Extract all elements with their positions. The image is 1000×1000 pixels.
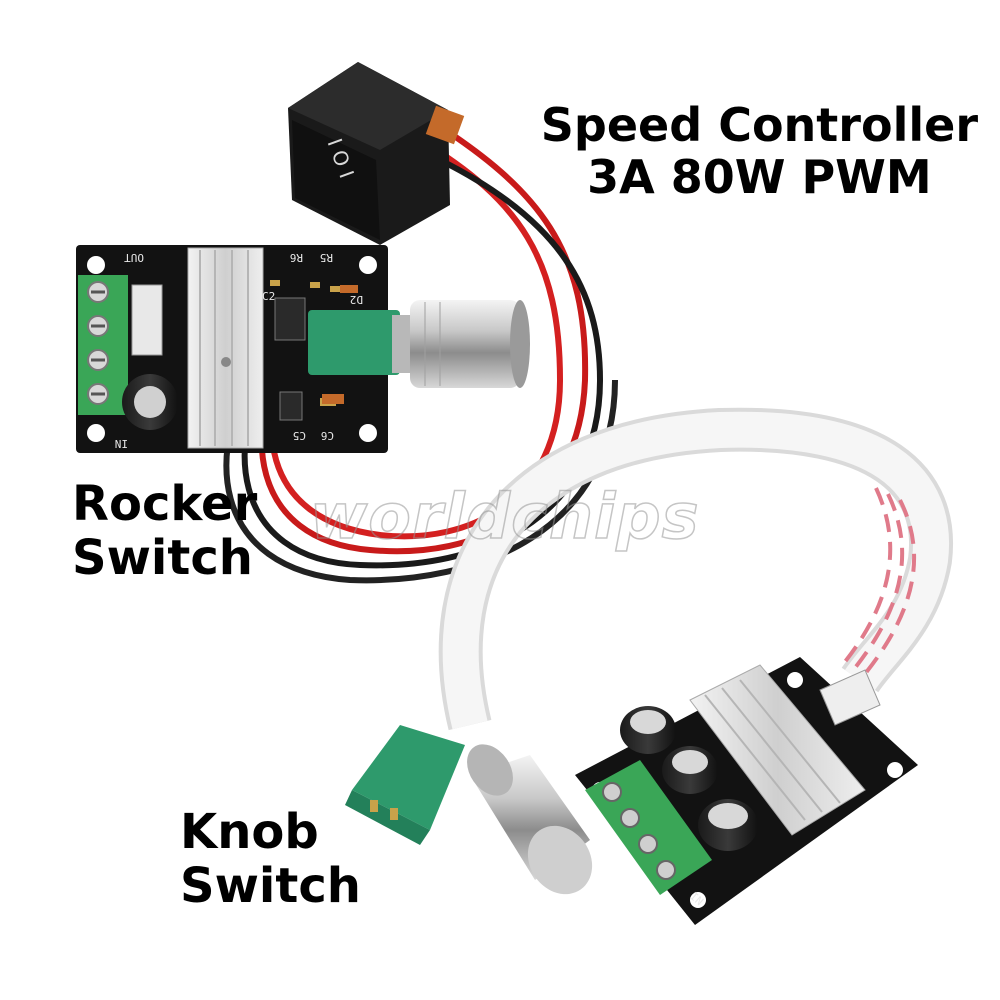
top-potentiometer bbox=[308, 310, 400, 375]
bottom-knob bbox=[467, 744, 593, 895]
silk-in: IN bbox=[115, 437, 128, 450]
silk-r5: R5 bbox=[320, 251, 333, 264]
product-title: Speed Controller 3A 80W PWM bbox=[540, 98, 978, 204]
silk-c6: C6 bbox=[321, 429, 334, 442]
title-line-1: Speed Controller bbox=[540, 98, 978, 152]
knob-label-line-1: Knob bbox=[180, 804, 319, 860]
bottom-capacitors bbox=[620, 706, 758, 851]
silk-out: OUT bbox=[124, 251, 144, 264]
rocker-switch-label: Rocker Switch bbox=[72, 476, 258, 586]
bottom-controller-board: IN bbox=[345, 407, 954, 925]
knob-switch-label: Knob Switch bbox=[180, 804, 361, 914]
silk-d2: D2 bbox=[350, 293, 363, 306]
knob-label-line-2: Switch bbox=[180, 857, 361, 914]
rocker-switch: I O I bbox=[288, 62, 465, 245]
bottom-potentiometer bbox=[352, 725, 465, 830]
silk-r6: R6 bbox=[290, 251, 303, 264]
rocker-label-line-2: Switch bbox=[72, 529, 253, 586]
bottom-heatsink bbox=[689, 664, 866, 836]
rocker-label-line-1: Rocker bbox=[72, 476, 258, 532]
title-line-2: 3A 80W PWM bbox=[587, 149, 932, 204]
watermark-text: worldchips bbox=[309, 479, 700, 554]
silk-c2: C2 bbox=[262, 290, 275, 303]
top-knob bbox=[410, 300, 520, 388]
top-controller-board: OUT IN R6 R5 C2 D2 C5 C6 I O I bbox=[76, 62, 618, 584]
silk-c5: C5 bbox=[293, 429, 306, 442]
